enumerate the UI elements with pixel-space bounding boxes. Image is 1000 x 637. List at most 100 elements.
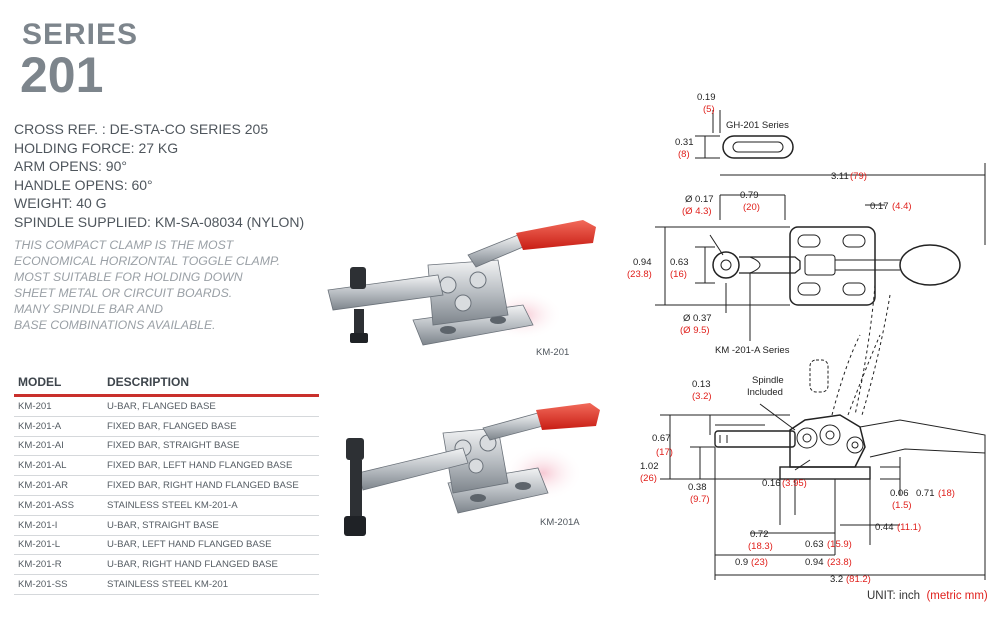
dim-072: 0.72 bbox=[750, 529, 769, 540]
dim-094: 0.94 bbox=[633, 257, 652, 268]
dim-006-mm: (1.5) bbox=[892, 500, 912, 511]
table-row: KM-201-L U-BAR, LEFT HAND FLANGED BASE bbox=[14, 536, 319, 556]
dim-067: 0.67 bbox=[652, 433, 671, 444]
dim-311: 3.11 bbox=[831, 171, 849, 182]
table-row: KM-201-I U-BAR, STRAIGHT BASE bbox=[14, 516, 319, 536]
dim-09: 0.9 bbox=[735, 557, 748, 568]
dim-013: 0.13 bbox=[692, 379, 711, 390]
spec-arm-opens: ARM OPENS: 90° bbox=[14, 158, 127, 174]
model-table: MODEL DESCRIPTION KM-201 U-BAR, FLANGED B… bbox=[14, 370, 319, 595]
spec-list: CROSS REF. : DE-STA-CO SERIES 205 HOLDIN… bbox=[14, 120, 304, 231]
dim-038: 0.38 bbox=[688, 482, 707, 493]
dim-037: Ø 0.37 bbox=[683, 313, 712, 324]
dim-071: 0.71 bbox=[916, 488, 935, 499]
dim-006: 0.06 bbox=[890, 488, 909, 499]
dim-079-mm: (20) bbox=[743, 202, 760, 213]
table-row: KM-201-SS STAINLESS STEEL KM-201 bbox=[14, 575, 319, 595]
dim-067-mm: (17) bbox=[656, 447, 673, 458]
dim-063b: 0.63 bbox=[805, 539, 824, 550]
dim-017b-mm: (4.4) bbox=[892, 201, 912, 212]
dim-32-mm: (81.2) bbox=[846, 574, 871, 585]
dim-079: 0.79 bbox=[740, 190, 759, 201]
cell-description: U-BAR, FLANGED BASE bbox=[107, 400, 216, 412]
dim-063b-mm: (15.9) bbox=[827, 539, 852, 550]
spec-cross-ref: CROSS REF. : DE-STA-CO SERIES 205 bbox=[14, 121, 269, 137]
table-row: KM-201-R U-BAR, RIGHT HAND FLANGED BASE bbox=[14, 555, 319, 576]
cell-description: FIXED BAR, FLANGED BASE bbox=[107, 420, 237, 432]
gh-series-label: GH-201 Series bbox=[726, 120, 789, 131]
unit-metric: (metric mm) bbox=[926, 590, 988, 602]
spindle-label: Spindle bbox=[752, 375, 784, 386]
dim-013-mm: (3.2) bbox=[692, 391, 712, 402]
description-line: MOST SUITABLE FOR HOLDING DOWN bbox=[14, 270, 243, 284]
a-series-label: KM -201-A Series bbox=[715, 345, 790, 356]
cell-model: KM-201-I bbox=[18, 519, 58, 531]
dim-063: 0.63 bbox=[670, 257, 689, 268]
cell-model: KM-201-R bbox=[18, 559, 62, 571]
dim-016: 0.16 bbox=[762, 478, 781, 489]
product-description: THIS COMPACT CLAMP IS THE MOST ECONOMICA… bbox=[14, 237, 280, 333]
table-header: MODEL DESCRIPTION bbox=[14, 370, 319, 397]
spec-handle-opens: HANDLE OPENS: 60° bbox=[14, 176, 153, 193]
unit-note: UNIT: inch (metric mm) bbox=[867, 590, 988, 602]
description-line: SHEET METAL OR CIRCUIT BOARDS. bbox=[14, 286, 233, 300]
dim-072-mm: (18.3) bbox=[748, 541, 773, 552]
dim-102-mm: (26) bbox=[640, 473, 657, 484]
dimension-labels-inch: 0.19 0.31 3.11 Ø 0.17 0.79 0.17 0.94 0.6… bbox=[633, 92, 935, 585]
cell-description: U-BAR, LEFT HAND FLANGED BASE bbox=[107, 539, 272, 551]
table-row: KM-201-A FIXED BAR, FLANGED BASE bbox=[14, 417, 319, 437]
cell-model: KM-201-AI bbox=[18, 440, 64, 452]
cell-model: KM-201-AL bbox=[18, 460, 67, 472]
spec-spindle: SPINDLE SUPPLIED: KM-SA-08034 (NYLON) bbox=[14, 213, 305, 230]
photo-label-km-201: KM-201 bbox=[536, 347, 569, 358]
cell-description: FIXED BAR, LEFT HAND FLANGED BASE bbox=[107, 460, 293, 472]
dim-017a-mm: (Ø 4.3) bbox=[682, 206, 712, 217]
clamp-photo-km-201a: KM-201A bbox=[344, 403, 600, 536]
cell-model: KM-201 bbox=[18, 400, 52, 412]
description-line: MANY SPINDLE BAR AND bbox=[14, 302, 163, 316]
cell-model: KM-201-L bbox=[18, 539, 61, 551]
cell-model: KM-201-AR bbox=[18, 480, 69, 492]
cell-model: KM-201-A bbox=[18, 420, 62, 432]
dim-038-mm: (9.7) bbox=[690, 494, 710, 505]
header-description: DESCRIPTION bbox=[107, 375, 190, 389]
description-line: ECONOMICAL HORIZONTAL TOGGLE CLAMP. bbox=[14, 254, 281, 268]
dim-017a: Ø 0.17 bbox=[685, 194, 714, 205]
dim-102: 1.02 bbox=[640, 461, 659, 472]
series-label: SERIES bbox=[22, 18, 139, 51]
series-number: 201 bbox=[20, 47, 104, 103]
dimension-labels-metric: (5) (8) (79) (Ø 4.3) (20) (4.4) (23.8) (… bbox=[627, 104, 955, 585]
description-line: BASE COMBINATIONS AVAILABLE. bbox=[14, 318, 216, 332]
cell-description: STAINLESS STEEL KM-201-A bbox=[107, 499, 238, 511]
cell-description: U-BAR, STRAIGHT BASE bbox=[107, 519, 219, 531]
dim-019-mm: (5) bbox=[703, 104, 715, 115]
spindle-label: Included bbox=[747, 387, 783, 398]
cell-description: FIXED BAR, RIGHT HAND FLANGED BASE bbox=[107, 480, 299, 492]
dim-071-mm: (18) bbox=[938, 488, 955, 499]
table-row: KM-201 U-BAR, FLANGED BASE bbox=[14, 397, 319, 417]
table-row: KM-201-AL FIXED BAR, LEFT HAND FLANGED BA… bbox=[14, 456, 319, 477]
dim-017b: 0.17 bbox=[870, 201, 889, 212]
clamp-photo-km-201: KM-201 bbox=[327, 220, 596, 358]
cell-description: STAINLESS STEEL KM-201 bbox=[107, 579, 229, 591]
cell-description: U-BAR, RIGHT HAND FLANGED BASE bbox=[107, 559, 278, 571]
unit-inch: UNIT: inch bbox=[867, 590, 921, 602]
dim-09-mm: (23) bbox=[751, 557, 768, 568]
dim-044-mm: (11.1) bbox=[897, 522, 921, 533]
table-row: KM-201-AR FIXED BAR, RIGHT HAND FLANGED B… bbox=[14, 476, 319, 496]
dim-32: 3.2 bbox=[830, 574, 843, 585]
dim-094b-mm: (23.8) bbox=[827, 557, 852, 568]
dim-019: 0.19 bbox=[697, 92, 716, 103]
header-model: MODEL bbox=[18, 375, 62, 389]
technical-drawing: GH-201 Series KM -201-A Series Spindle I… bbox=[627, 92, 986, 585]
dim-063-mm: (16) bbox=[670, 269, 687, 280]
dim-037-mm: (Ø 9.5) bbox=[680, 325, 710, 336]
dim-031: 0.31 bbox=[675, 137, 694, 148]
spec-weight: WEIGHT: 40 G bbox=[14, 195, 107, 211]
dim-016-mm: (3.95) bbox=[782, 478, 807, 489]
cell-model: KM-201-SS bbox=[18, 579, 68, 591]
dim-311-mm: (79) bbox=[850, 171, 867, 182]
spec-holding-force: HOLDING FORCE: 27 KG bbox=[14, 139, 179, 156]
